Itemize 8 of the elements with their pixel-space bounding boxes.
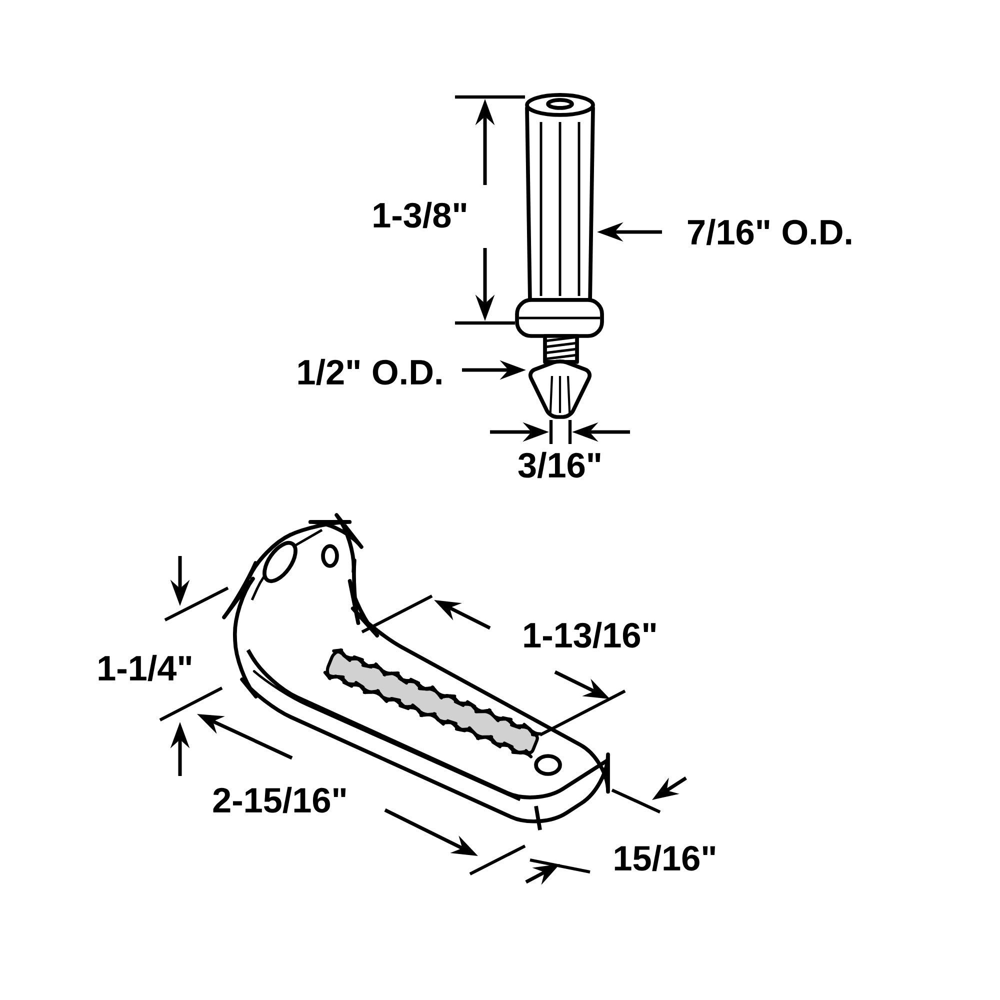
dimension-label: 1-13/16": [524, 622, 656, 648]
dimension-label: 15/16": [614, 844, 715, 872]
dimension-label: 7/16" O.D.: [688, 218, 852, 246]
dimension-label: 2-15/16": [213, 786, 346, 814]
dimension-label: 1-1/4": [98, 654, 192, 682]
dimension-label: 1/2" O.D.: [298, 358, 442, 386]
dimension-label: 3/16": [518, 452, 600, 478]
dimension-label: 1-3/8": [374, 202, 466, 228]
